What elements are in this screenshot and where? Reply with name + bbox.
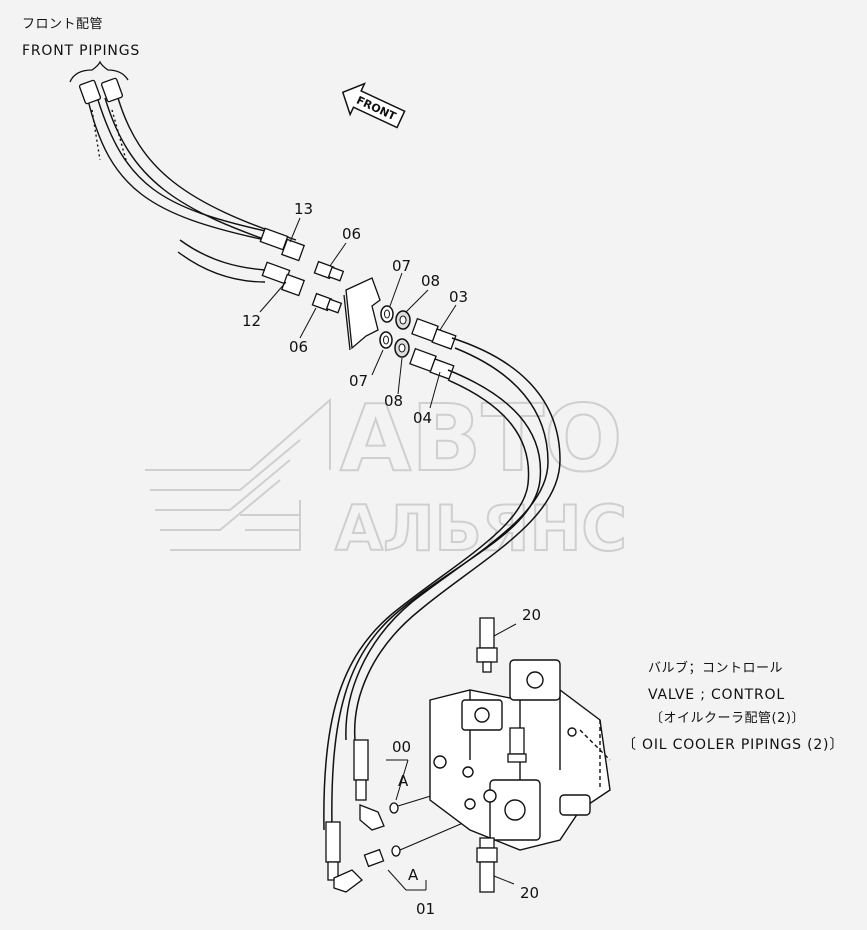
part-label-07-upper: 07 (392, 257, 412, 275)
part-label-A-upper: A (398, 772, 409, 790)
hose-12-lines (177, 239, 266, 283)
washer-07-lower (379, 331, 393, 349)
front-direction-arrow (341, 82, 406, 129)
valve-label-jp: バルブ；コントロール (648, 661, 784, 676)
hose-03-fitting (411, 317, 457, 350)
long-hoses (323, 337, 561, 831)
control-valve (429, 659, 611, 851)
plug-middle (507, 727, 527, 763)
nut-08-lower (394, 338, 410, 358)
washer-07-upper (380, 305, 394, 323)
elbow-fittings (333, 804, 385, 893)
front-hose-fittings (78, 77, 124, 105)
front-pipings-brace (69, 60, 129, 83)
watermark-logo (145, 397, 331, 551)
title-jp: フロント配管 (22, 17, 104, 32)
hose-13-fitting (259, 227, 306, 262)
part-label-01: 01 (416, 900, 436, 918)
plug-20-lower (476, 837, 498, 893)
nut-08-upper (395, 310, 411, 330)
watermark-line2: АЛЬЯНС (335, 492, 627, 565)
part-label-06-lower: 06 (289, 338, 309, 356)
part-label-00: 00 (392, 738, 412, 756)
bracket-plate-edge (343, 294, 351, 351)
watermark-line1: АВТО (340, 385, 622, 492)
part-label-20-lower: 20 (520, 884, 540, 902)
front-hose-pair (87, 97, 297, 249)
adapter-06-lower (311, 292, 343, 314)
part-label-07-lower: 07 (349, 372, 369, 390)
valve-label-en: VALVE ; CONTROL (648, 687, 785, 703)
valve-sub-en: 〔 OIL COOLER PIPINGS (2)〕 (622, 737, 845, 753)
valve-sub-jp: 〔オイルクーラ配管(2)〕 (650, 711, 805, 726)
part-label-08-lower: 08 (384, 392, 404, 410)
lower-hose-fittings (325, 739, 369, 881)
hose-04-fitting (409, 347, 455, 380)
title-en: FRONT PIPINGS (22, 43, 141, 59)
part-label-08-upper: 08 (421, 272, 441, 290)
part-label-20-upper: 20 (522, 606, 542, 624)
part-label-13: 13 (294, 200, 314, 218)
part-label-04: 04 (413, 409, 433, 427)
part-label-A-lower: A (408, 866, 419, 884)
part-label-06-upper: 06 (342, 225, 362, 243)
part-label-03: 03 (449, 288, 469, 306)
bracket-plate (345, 277, 381, 350)
part-label-12: 12 (242, 312, 262, 330)
hose-12-fitting (261, 261, 306, 297)
small-adapters (363, 802, 401, 868)
callout-leaders (259, 217, 517, 891)
adapter-06-upper (313, 260, 345, 282)
plug-20-upper (476, 617, 498, 673)
